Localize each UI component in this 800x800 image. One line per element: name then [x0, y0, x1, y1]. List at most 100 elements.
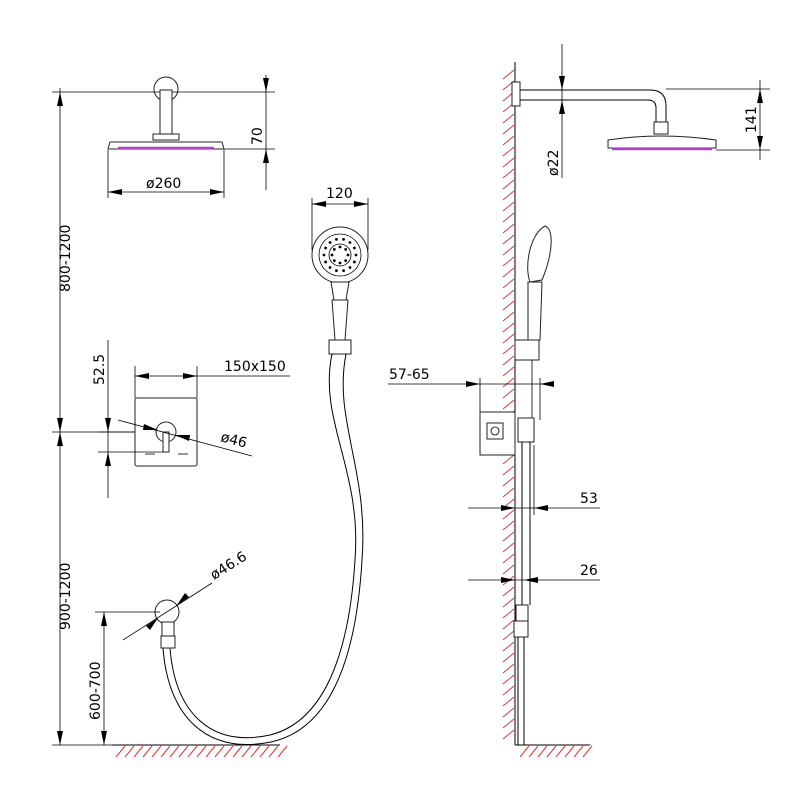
- nozzle-dot: [354, 253, 358, 257]
- wall-hatch-line: [502, 333, 515, 344]
- hand-shower-side: [514, 225, 552, 418]
- wall-hatch-line: [502, 564, 515, 575]
- floor-hatch-line: [546, 745, 557, 758]
- wall-hatch-line: [502, 630, 515, 641]
- wall-hatch-line: [502, 190, 515, 201]
- nozzle-dot: [344, 259, 348, 263]
- wall-hatch-line: [502, 157, 515, 168]
- floor-hatch-line: [223, 745, 234, 758]
- height-dimension-lines: [52, 88, 166, 746]
- wall-hatch-line: [502, 586, 515, 597]
- floor-hatch-line: [169, 745, 180, 758]
- floor-hatch-line: [124, 745, 135, 758]
- nozzle-dot: [328, 266, 332, 269]
- wall-hatch-line: [502, 278, 515, 289]
- floor-hatch-line: [259, 745, 270, 758]
- floor-front: [112, 744, 288, 758]
- valve-offset-dim: [98, 340, 163, 498]
- dim-rail-projection: 53: [580, 491, 598, 507]
- valve-depth-dim: [388, 378, 554, 420]
- rail-projection-dim: [468, 445, 600, 515]
- wall-hatch-line: [502, 641, 515, 652]
- dim-valve-offset: 52.5: [92, 354, 108, 385]
- wall-hatch-line: [502, 245, 515, 256]
- wall-hatch-line: [502, 399, 515, 410]
- wall-hatch-line: [502, 388, 515, 399]
- nozzle-dot: [342, 269, 345, 272]
- floor-hatch-line: [142, 745, 153, 758]
- valve-plate-front: [134, 397, 198, 467]
- handshower-width-dim: [311, 198, 369, 250]
- floor-hatch-line: [160, 745, 171, 758]
- wall-hatch-line: [502, 531, 515, 542]
- wall-hatch-line: [502, 685, 515, 696]
- floor-hatch-line: [564, 745, 575, 758]
- arm-diameter-dim: [559, 44, 565, 178]
- floor-hatch-line: [205, 745, 216, 758]
- wall-hatch-line: [502, 212, 515, 223]
- floor-hatch-line: [277, 745, 288, 758]
- floor-hatch-line: [519, 745, 530, 758]
- dim-total-height-lower: 900-1200: [58, 563, 74, 630]
- dim-knob-diameter: ø46: [219, 429, 249, 451]
- wall-hatch-line: [502, 256, 515, 267]
- nozzle-dot: [324, 260, 327, 264]
- nozzle-dot: [338, 245, 342, 249]
- wall-hatch-line: [502, 707, 515, 718]
- nozzle-dot: [338, 261, 342, 265]
- nozzle-dot: [346, 253, 350, 257]
- dim-valve-depth: 57-65: [389, 367, 430, 383]
- floor-hatch-line: [241, 745, 252, 758]
- slide-rail-side: [513, 417, 535, 745]
- wall-hatch-line: [502, 168, 515, 179]
- rain-shower-arm-side: [511, 81, 717, 151]
- outlet-diameter-dim: [122, 582, 213, 641]
- dim-rail-depth: 26: [580, 563, 598, 579]
- floor-hatch-line: [178, 745, 189, 758]
- wall-hatch-line: [502, 311, 515, 322]
- wall-hatch-line: [502, 652, 515, 663]
- front-view: 800-1200 900-1200 70 ø260: [52, 75, 369, 758]
- concealed-valve-box: [479, 411, 516, 456]
- wall-hatch-line: [502, 69, 515, 80]
- nozzle-dot: [332, 259, 336, 263]
- floor-hatch-line: [555, 745, 566, 758]
- floor-hatch-line: [582, 745, 593, 758]
- wall-hatch-line: [502, 289, 515, 300]
- floor-hatch-line: [573, 745, 584, 758]
- dim-plate-size: 150x150: [224, 359, 286, 375]
- hand-shower-front: [162, 226, 369, 745]
- wall-hatch-line: [502, 135, 515, 146]
- wall-hatch-line: [502, 234, 515, 245]
- nozzle-dot: [342, 238, 345, 241]
- dim-rain-head-diameter: ø260: [146, 176, 181, 192]
- nozzle-dot: [344, 247, 348, 251]
- nozzle-dot: [324, 246, 327, 250]
- floor-hatch-line: [232, 745, 243, 758]
- wall-hatch-line: [502, 355, 515, 366]
- floor-hatch-line: [214, 745, 225, 758]
- dim-arm-diameter: ø22: [546, 150, 562, 176]
- wall-hatch-line: [502, 146, 515, 157]
- wall-outlet-front: [154, 599, 180, 649]
- wall-hatch-line: [502, 608, 515, 619]
- wall-hatch-line: [502, 201, 515, 212]
- rain-head-height-dim: [172, 75, 275, 190]
- nozzle-dot: [330, 253, 334, 257]
- wall-hatch-line: [502, 267, 515, 278]
- wall-hatch-line: [502, 520, 515, 531]
- dim-side-head-height: 141: [744, 106, 760, 133]
- rail-depth-dim: [468, 577, 600, 583]
- wall-hatch-line: [502, 597, 515, 608]
- rain-head-diameter-dim: [107, 150, 225, 198]
- floor-hatch-line: [115, 745, 126, 758]
- wall-hatch-line: [502, 663, 515, 674]
- nozzle-dot: [353, 246, 356, 250]
- wall-hatch-line: [502, 322, 515, 333]
- wall-hatch-line: [502, 465, 515, 476]
- wall-hatch-line: [502, 718, 515, 729]
- dim-total-height-upper: 800-1200: [58, 225, 74, 292]
- wall-hatch-line: [502, 366, 515, 377]
- wall-hatch-line: [502, 300, 515, 311]
